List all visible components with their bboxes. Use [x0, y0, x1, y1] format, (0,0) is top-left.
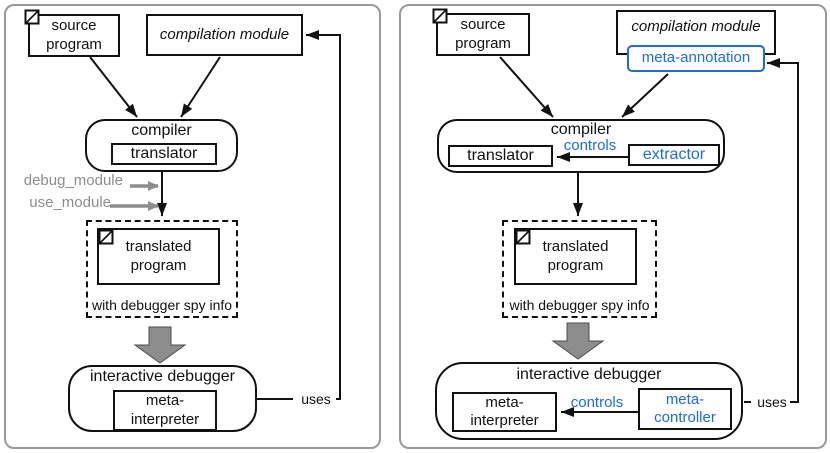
left-debug-module-annotation: debug_module: [23, 172, 123, 189]
right-controls-label-top: controls: [563, 137, 617, 154]
document-icon: [515, 229, 531, 245]
left-meta-interpreter-box: meta- interpreter: [113, 390, 217, 431]
right-interactive-debugger-title: interactive debugger: [516, 366, 662, 383]
document-icon: [432, 8, 448, 24]
left-compiler-title: compiler: [131, 122, 192, 139]
right-translated-program-dashed-box: [502, 220, 657, 318]
right-spy-info-caption: with debugger spy info: [509, 297, 650, 313]
left-spy-info-caption: with debugger spy info: [91, 297, 233, 313]
right-compiler-title: compiler: [550, 121, 612, 138]
right-extractor-box: extractor: [628, 144, 720, 166]
right-meta-interpreter-box: meta- interpreter: [452, 392, 557, 432]
right-meta-controller-box: meta- controller: [638, 388, 732, 430]
document-icon: [98, 229, 114, 245]
left-uses-label: uses: [301, 391, 331, 407]
left-use-module-annotation: use_module: [29, 194, 111, 211]
document-icon: [24, 9, 40, 25]
right-controls-label-bottom: controls: [570, 394, 624, 411]
right-translated-program-box: translated program: [514, 228, 637, 285]
left-translated-program-dashed-box: [86, 220, 238, 318]
left-translated-program-box: translated program: [97, 228, 220, 285]
right-uses-label: uses: [757, 394, 787, 410]
left-translator-box: translator: [111, 143, 217, 165]
right-meta-annotation-box: meta-annotation: [627, 45, 765, 72]
left-interactive-debugger-title: interactive debugger: [90, 368, 235, 385]
right-translator-box: translator: [448, 145, 553, 167]
left-compilation-module-box: compilation module: [146, 14, 303, 56]
left-source-program-box: source program: [28, 14, 120, 57]
right-source-program-box: source program: [436, 13, 530, 56]
